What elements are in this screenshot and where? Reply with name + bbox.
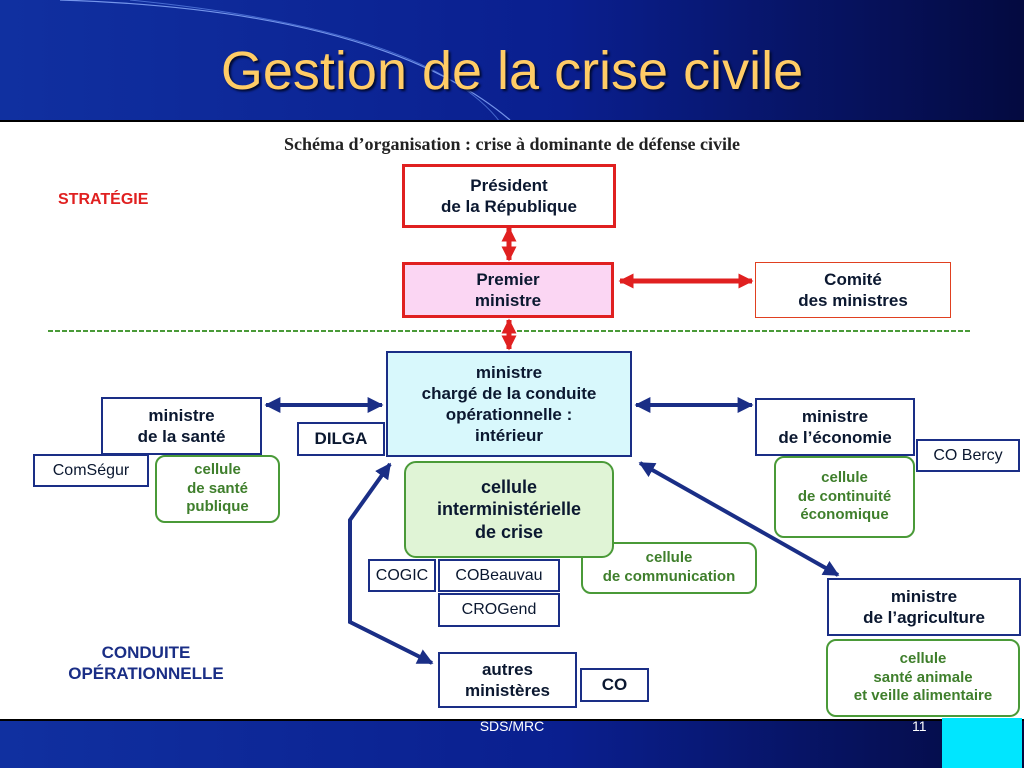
footer-source: SDS/MRC [479,718,545,734]
node-dilga: DILGA [297,422,385,456]
corner-accent [942,718,1022,768]
page-number: 11 [912,718,927,734]
arrow-interieur-agriculture [638,461,840,577]
arrow-interieur-autres [348,462,434,665]
section-operations-label: CONDUITE OPÉRATIONNELLE [46,642,246,685]
section-operations-line: OPÉRATIONNELLE [68,664,224,684]
node-co: CO [580,668,649,702]
diagram-arrows [48,226,970,665]
section-strategy-label: STRATÉGIE [58,191,149,208]
node-crogend: CROGend [438,593,560,627]
node-comsegur: ComSégur [33,454,149,487]
section-operations-line: CONDUITE [101,643,191,662]
node-co-bercy: CO Bercy [916,439,1020,472]
node-cogic: COGIC [368,559,436,592]
slide-title: Gestion de la crise civile [220,41,804,101]
diagram-panel: Schéma d’organisation : crise à dominant… [0,120,1024,721]
node-ministre-interieur: ministre chargé de la conduite opération… [386,351,632,457]
diagram-subtitle: Schéma d’organisation : crise à dominant… [284,134,740,154]
node-cobeauvau: COBeauvau [438,559,560,592]
